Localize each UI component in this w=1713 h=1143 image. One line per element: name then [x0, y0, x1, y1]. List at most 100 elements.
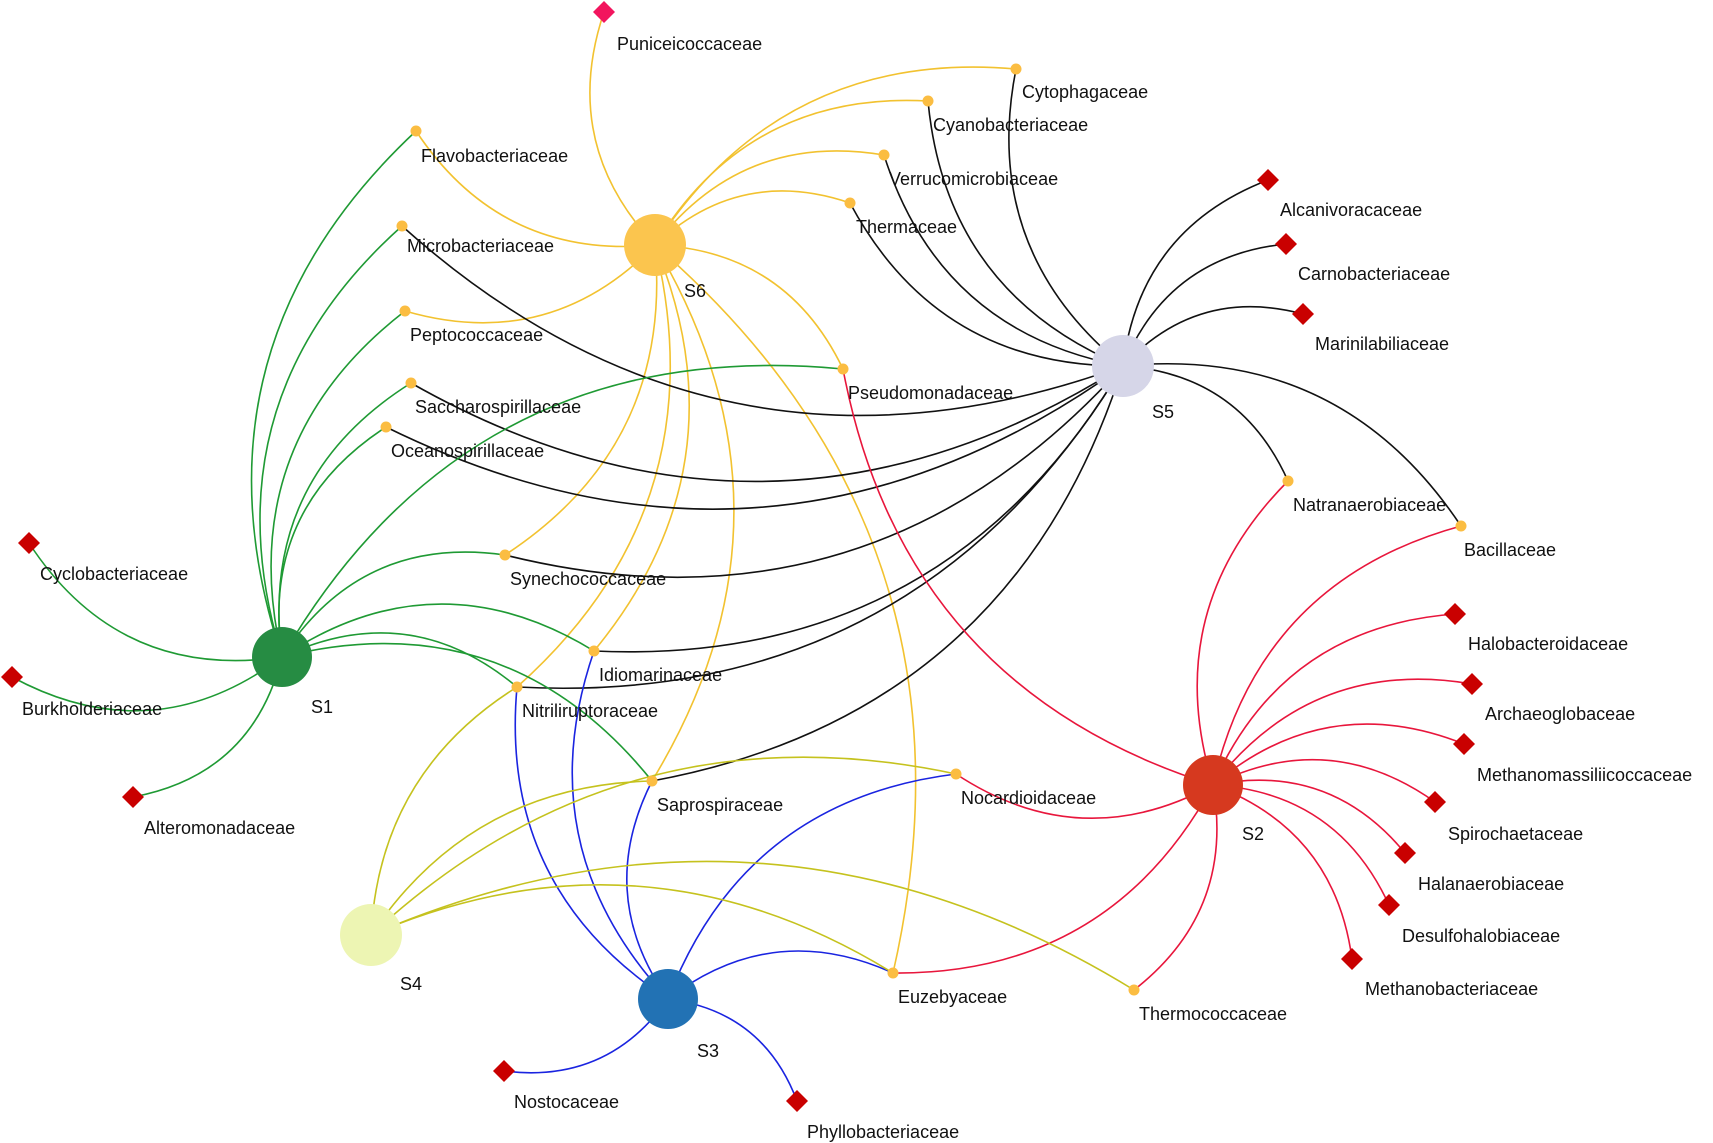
- unique-family-diamond-methanomassiliicoccaceae: [1453, 733, 1475, 755]
- edge-s1-flavobacteriaceae: [250, 130, 417, 658]
- edge-s5-cytophagaceae: [1008, 68, 1124, 367]
- edge-s5-saprospiraceae: [651, 365, 1124, 782]
- family-node-saccharospirillaceae: [405, 377, 417, 389]
- family-label-carnobacteriaceae: Carnobacteriaceae: [1298, 264, 1450, 284]
- sample-label-s1: S1: [311, 697, 333, 717]
- edge-s1-saprospiraceae: [281, 642, 653, 782]
- family-label-methanomassiliicoccaceae: Methanomassiliicoccaceae: [1477, 765, 1692, 785]
- edge-s6-verrucomicrobiaceae: [654, 150, 885, 246]
- sample-node-s5: [1092, 335, 1154, 397]
- edge-s5-oceanospirillaceae: [385, 365, 1124, 510]
- edge-s2-thermococcaceae: [1133, 784, 1218, 991]
- unique-family-diamond-cyclobacteriaceae: [18, 532, 40, 554]
- family-label-cyanobacteriaceae: Cyanobacteriaceae: [933, 115, 1088, 135]
- sample-label-s3: S3: [697, 1041, 719, 1061]
- family-label-thermaceae: Thermaceae: [856, 217, 957, 237]
- edge-s6-peptococcaceae: [404, 244, 656, 324]
- edge-s5-nitriliruptoraceae: [516, 365, 1124, 689]
- edge-s1-nitriliruptoraceae: [281, 632, 518, 688]
- edge-s3-nocardioidaceae: [667, 773, 957, 1000]
- edge-s1-synechococcaceae: [281, 551, 506, 658]
- sample-node-s6: [624, 214, 686, 276]
- edge-s3-saprospiraceae: [626, 780, 669, 1000]
- edge-s6-puniceicoccaceae: [589, 11, 656, 246]
- edge-s1-cyclobacteriaceae: [28, 542, 283, 662]
- unique-family-diamond-nostocaceae: [493, 1060, 515, 1082]
- edge-s6-euzebyaceae: [654, 244, 917, 974]
- unique-family-diamond-spirochaetaceae: [1424, 791, 1446, 813]
- edge-s6-flavobacteriaceae: [415, 130, 656, 248]
- edge-layer: [11, 11, 1473, 1102]
- edge-s1-alteromonadaceae: [132, 656, 283, 798]
- family-label-verrucomicrobiaceae: Verrucomicrobiaceae: [889, 169, 1058, 189]
- family-node-flavobacteriaceae: [410, 125, 422, 137]
- family-label-archaeoglobaceae: Archaeoglobaceae: [1485, 704, 1635, 724]
- edge-s6-nitriliruptoraceae: [516, 244, 671, 688]
- family-label-halanaerobiaceae: Halanaerobiaceae: [1418, 874, 1564, 894]
- label-layer: PuniceicoccaceaeCytophagaceaeCyanobacter…: [22, 34, 1692, 1142]
- unique-family-diamond-alteromonadaceae: [122, 786, 144, 808]
- edge-s4-nocardioidaceae: [370, 756, 957, 936]
- family-label-nocardioidaceae: Nocardioidaceae: [961, 788, 1096, 808]
- unique-family-diamond-puniceicoccaceae: [593, 1, 615, 23]
- edge-s2-pseudomonadaceae: [842, 368, 1214, 786]
- edge-s2-spirochaetaceae: [1212, 758, 1436, 803]
- family-label-desulfohalobiaceae: Desulfohalobiaceae: [1402, 926, 1560, 946]
- edge-s4-nitriliruptoraceae: [370, 686, 518, 936]
- sample-node-s1: [252, 627, 312, 687]
- family-node-nocardioidaceae: [950, 768, 962, 780]
- family-node-idiomarinaceae: [588, 645, 600, 657]
- sample-node-s2: [1183, 755, 1243, 815]
- family-label-phyllobacteriaceae: Phyllobacteriaceae: [807, 1122, 959, 1142]
- family-label-natranaerobiaceae: Natranaerobiaceae: [1293, 495, 1446, 515]
- edge-s2-halobacteroidaceae: [1212, 613, 1456, 786]
- unique-family-diamond-archaeoglobaceae: [1461, 673, 1483, 695]
- edge-s2-methanomassiliicoccaceae: [1212, 723, 1465, 786]
- family-label-synechococcaceae: Synechococcaceae: [510, 569, 666, 589]
- edge-s1-peptococcaceae: [270, 310, 406, 658]
- family-label-pseudomonadaceae: Pseudomonadaceae: [848, 383, 1013, 403]
- edge-s5-bacillaceae: [1122, 362, 1462, 527]
- edge-s2-archaeoglobaceae: [1212, 678, 1473, 786]
- edge-s5-thermaceae: [849, 202, 1124, 367]
- family-label-idiomarinaceae: Idiomarinaceae: [599, 665, 722, 685]
- edge-s5-cyanobacteriaceae: [927, 100, 1124, 367]
- edge-s5-synechococcaceae: [504, 365, 1124, 579]
- family-node-microbacteriaceae: [396, 220, 408, 232]
- sample-label-s5: S5: [1152, 402, 1174, 422]
- family-node-cyanobacteriaceae: [922, 95, 934, 107]
- family-label-alcanivoracaceae: Alcanivoracaceae: [1280, 200, 1422, 220]
- edge-s2-desulfohalobiaceae: [1212, 784, 1390, 906]
- family-label-cyclobacteriaceae: Cyclobacteriaceae: [40, 564, 188, 584]
- family-node-euzebyaceae: [887, 967, 899, 979]
- edge-s2-natranaerobiaceae: [1196, 480, 1289, 786]
- edge-s6-cytophagaceae: [654, 66, 1017, 246]
- edge-s6-pseudomonadaceae: [654, 244, 844, 370]
- family-label-marinilabiliaceae: Marinilabiliaceae: [1315, 334, 1449, 354]
- edge-s4-euzebyaceae: [370, 884, 894, 974]
- edge-s6-saprospiraceae: [651, 244, 735, 782]
- family-label-peptococcaceae: Peptococcaceae: [410, 325, 543, 345]
- family-node-thermaceae: [844, 197, 856, 209]
- edge-s3-euzebyaceae: [667, 950, 894, 1000]
- unique-family-diamond-marinilabiliaceae: [1292, 303, 1314, 325]
- edge-s4-thermococcaceae: [370, 860, 1135, 991]
- unique-family-diamond-carnobacteriaceae: [1275, 233, 1297, 255]
- edge-s2-nocardioidaceae: [955, 773, 1214, 820]
- family-node-nitriliruptoraceae: [511, 681, 523, 693]
- unique-family-diamond-halanaerobiaceae: [1394, 842, 1416, 864]
- family-label-oceanospirillaceae: Oceanospirillaceae: [391, 441, 544, 461]
- edge-s5-saccharospirillaceae: [410, 365, 1124, 483]
- unique-family-diamond-halobacteroidaceae: [1444, 603, 1466, 625]
- sample-label-s2: S2: [1242, 824, 1264, 844]
- family-label-nostocaceae: Nostocaceae: [514, 1092, 619, 1112]
- edge-s2-euzebyaceae: [892, 784, 1214, 974]
- family-label-euzebyaceae: Euzebyaceae: [898, 987, 1007, 1007]
- sample-node-s3: [638, 969, 698, 1029]
- family-label-alteromonadaceae: Alteromonadaceae: [144, 818, 295, 838]
- family-label-flavobacteriaceae: Flavobacteriaceae: [421, 146, 568, 166]
- family-label-cytophagaceae: Cytophagaceae: [1022, 82, 1148, 102]
- edge-s4-saprospiraceae: [370, 780, 653, 936]
- sample-node-s4: [340, 904, 402, 966]
- sample-label-s6: S6: [684, 281, 706, 301]
